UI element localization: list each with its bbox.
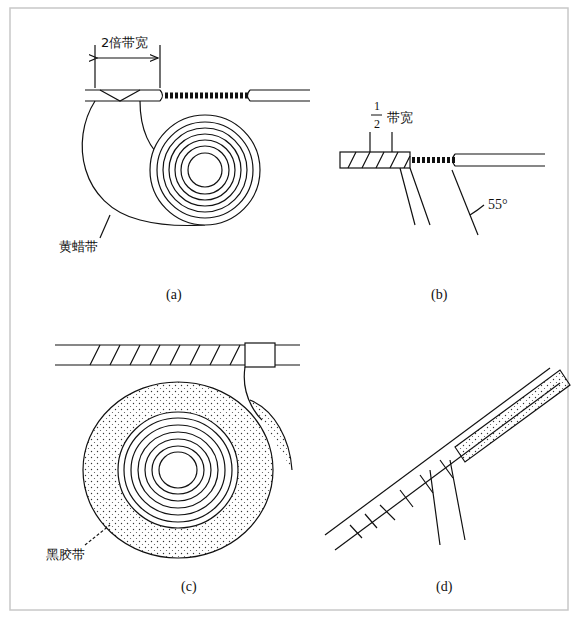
fraction-denominator: 2: [373, 118, 381, 130]
figure-label: (a): [165, 288, 183, 302]
dimension-label: 2倍带宽: [100, 36, 149, 49]
angle-label: 55°: [487, 198, 509, 212]
dimension-label: 带宽: [386, 111, 414, 124]
figure-label: (d): [435, 580, 453, 594]
figure-label: (c): [180, 580, 198, 594]
part-name: 黑胶带: [45, 548, 86, 561]
fraction-bar: [371, 115, 382, 116]
figure-label: (b): [430, 288, 448, 302]
part-name: 黄蜡带: [58, 240, 99, 253]
fraction-numerator: 1: [373, 100, 381, 112]
